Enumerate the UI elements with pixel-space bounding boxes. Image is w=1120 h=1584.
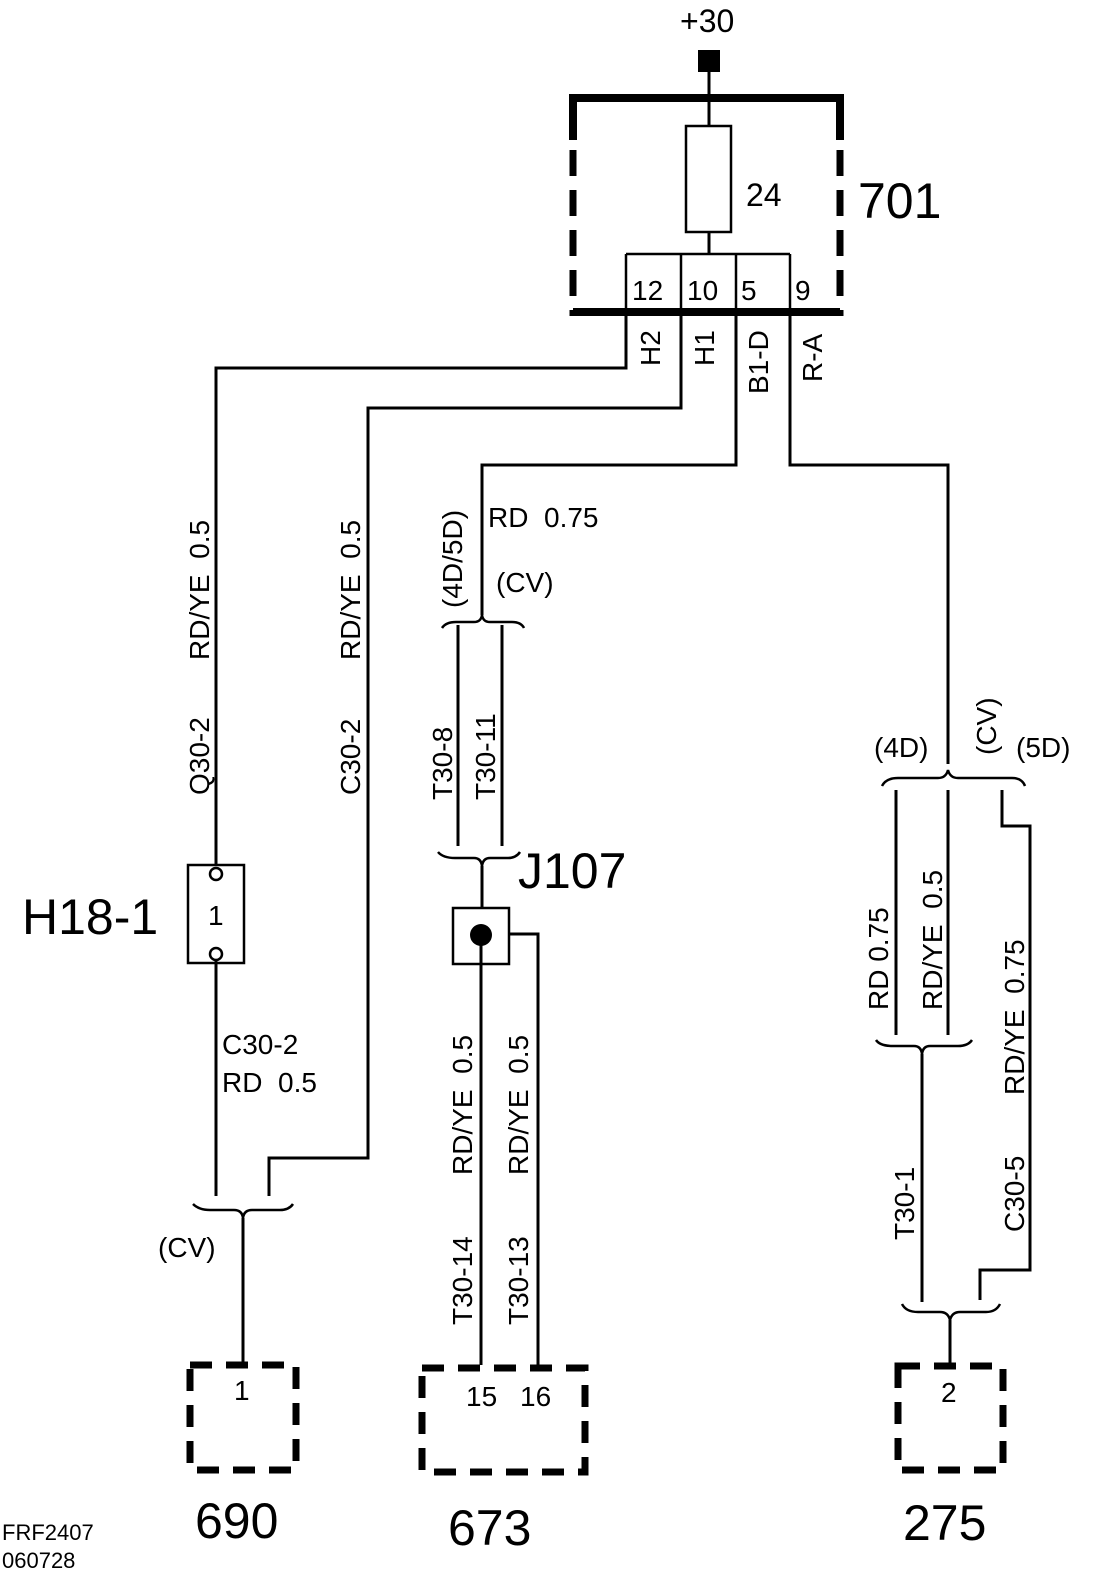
label-q30-2-spec: RD/YE 0.5 xyxy=(184,520,215,660)
h18-terminal-top xyxy=(208,866,224,882)
brace-cv-left xyxy=(192,1203,295,1219)
fusebox-701: 24 701 12 10 5 9 H2 H1 B1-D R-A xyxy=(569,94,941,394)
connector-690-ref: 690 xyxy=(195,1493,278,1549)
output-label-ra: R-A xyxy=(797,333,828,382)
label-4d5d: (4D/5D) xyxy=(437,510,468,608)
label-t30-14: T30-14 xyxy=(447,1236,478,1325)
connector-673-pin-16: 16 xyxy=(520,1381,551,1412)
wire-b1d xyxy=(480,312,738,615)
output-label-b1d: B1-D xyxy=(743,330,774,394)
label-5d: (5D) xyxy=(1016,732,1070,763)
label-t30-11: T30-11 xyxy=(470,713,501,800)
wire-t30-13 xyxy=(509,932,540,1365)
label-c30-5: C30-5 xyxy=(999,1156,1030,1232)
output-label-h1: H1 xyxy=(689,330,720,366)
label-c30-2-left: C30-2 xyxy=(335,719,366,795)
output-label-h2: H2 xyxy=(635,330,666,366)
label-t30-8: T30-8 xyxy=(427,727,458,800)
supply-label: +30 xyxy=(680,3,734,39)
fuse-number: 24 xyxy=(746,177,782,213)
label-t30-14-spec: RD/YE 0.5 xyxy=(447,1035,478,1175)
label-cv-left: (CV) xyxy=(158,1232,216,1263)
connector-673-ref: 673 xyxy=(448,1500,531,1556)
pin-label-12: 12 xyxy=(632,275,663,306)
label-rd075-right: RD 0.75 xyxy=(863,907,894,1010)
label-c30-2-lower-spec: RD 0.5 xyxy=(222,1067,317,1098)
h18-pin: 1 xyxy=(208,900,224,931)
brace-middle-top xyxy=(440,614,526,629)
wire-5d-branch xyxy=(978,790,1032,1300)
pin-label-10: 10 xyxy=(687,275,718,306)
connector-673-box xyxy=(418,1364,589,1476)
connector-275-ref: 275 xyxy=(903,1495,986,1551)
fusebox-ref: 701 xyxy=(858,173,941,229)
connector-275-box xyxy=(894,1362,1007,1474)
pin-label-9: 9 xyxy=(795,275,811,306)
label-c30-2-left-spec: RD/YE 0.5 xyxy=(335,520,366,660)
wire-ra xyxy=(788,312,950,764)
fuse-24 xyxy=(684,124,733,234)
label-c30-2-lower: C30-2 xyxy=(222,1029,298,1060)
brace-right-top xyxy=(880,769,1027,787)
label-cv-right: (CV) xyxy=(971,697,1002,755)
label-t30-1: T30-1 xyxy=(889,1167,920,1240)
label-c30-5-spec: RD/YE 0.75 xyxy=(999,939,1030,1095)
h18-ref: H18-1 xyxy=(22,889,158,945)
label-cv-middle: (CV) xyxy=(496,567,554,598)
connector-690-pin: 1 xyxy=(234,1375,250,1406)
connector-690-box xyxy=(186,1361,300,1474)
label-rdye05-right: RD/YE 0.5 xyxy=(917,870,948,1010)
label-t30-13-spec: RD/YE 0.5 xyxy=(503,1035,534,1175)
label-q30-2: Q30-2 xyxy=(184,717,215,795)
h18-terminal-bottom xyxy=(208,946,224,962)
label-rd075-middle: RD 0.75 xyxy=(488,502,599,533)
footer-code: FRF2407 xyxy=(2,1520,94,1545)
brace-right-bottom xyxy=(900,1303,1002,1321)
label-t30-13: T30-13 xyxy=(503,1236,534,1325)
brace-j107 xyxy=(437,851,522,867)
connector-673-pin-15: 15 xyxy=(466,1381,497,1412)
footer-date: 060728 xyxy=(2,1548,75,1573)
connector-673: 15 16 673 xyxy=(418,1364,589,1556)
pin-label-5: 5 xyxy=(741,275,757,306)
label-j107: J107 xyxy=(518,843,626,899)
fusebox-top-border xyxy=(569,94,844,140)
connector-275: 2 275 xyxy=(894,1362,1007,1551)
brace-right-middle xyxy=(874,1039,974,1055)
label-4d: (4D) xyxy=(874,732,928,763)
supply-terminal xyxy=(698,50,720,72)
wire-h2 xyxy=(214,312,628,868)
splice-j107-dot xyxy=(470,924,492,946)
connector-275-pin: 2 xyxy=(941,1377,957,1408)
connector-690: 1 690 xyxy=(186,1361,300,1549)
wire-h1 xyxy=(267,312,683,1196)
component-h18-1: 1 H18-1 xyxy=(22,863,246,965)
